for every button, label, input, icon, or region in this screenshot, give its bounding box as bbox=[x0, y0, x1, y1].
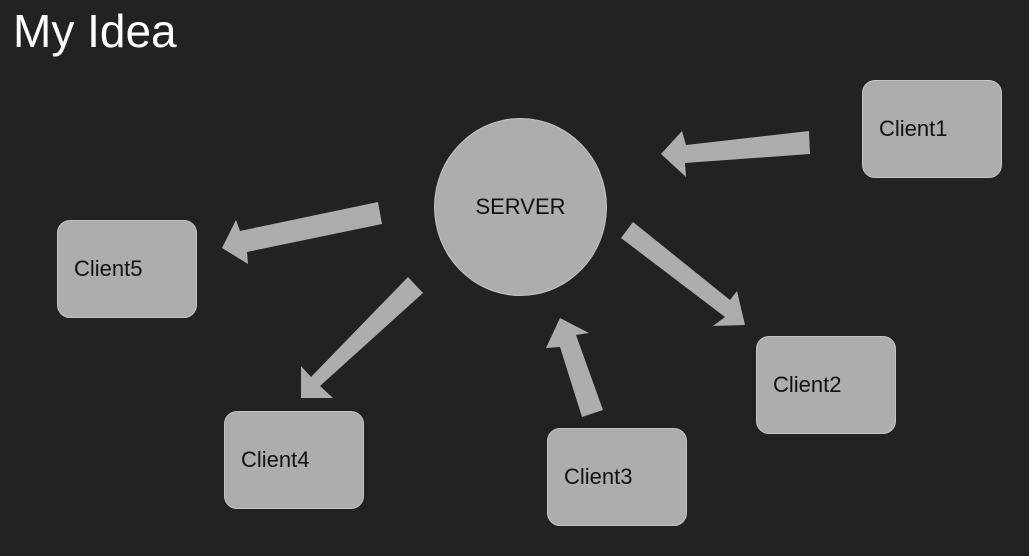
client5-label: Client5 bbox=[74, 256, 143, 281]
slide-title[interactable]: My Idea bbox=[13, 5, 177, 57]
client4-label: Client4 bbox=[241, 447, 310, 472]
client4-node[interactable]: Client4 bbox=[224, 411, 364, 509]
client3-node[interactable]: Client3 bbox=[547, 428, 687, 526]
arrow-client1-to-server[interactable] bbox=[661, 131, 810, 177]
arrow-server-to-client5[interactable] bbox=[222, 202, 382, 264]
client2-label: Client2 bbox=[773, 372, 842, 397]
arrow-client3-to-server[interactable] bbox=[546, 318, 603, 417]
client1-label: Client1 bbox=[879, 116, 948, 141]
arrow-server-to-client4[interactable] bbox=[301, 277, 423, 398]
server-label: SERVER bbox=[475, 194, 566, 219]
client3-label: Client3 bbox=[564, 464, 633, 489]
client1-node[interactable]: Client1 bbox=[862, 80, 1002, 178]
arrow-server-to-client2[interactable] bbox=[621, 222, 745, 326]
client5-node[interactable]: Client5 bbox=[57, 220, 197, 318]
client2-node[interactable]: Client2 bbox=[756, 336, 896, 434]
server-node[interactable]: SERVER bbox=[434, 118, 607, 296]
